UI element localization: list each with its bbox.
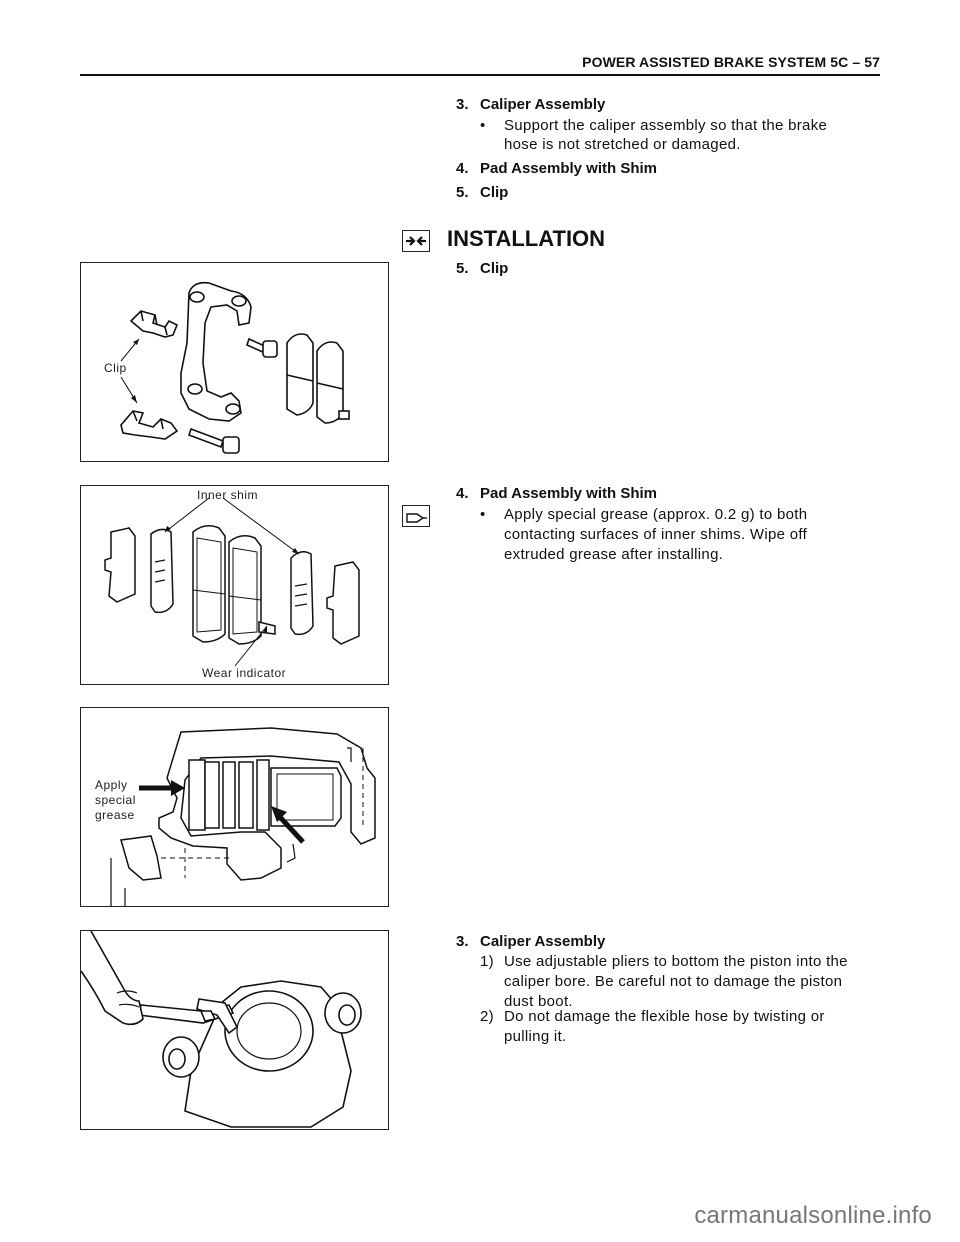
install-caliper-step2-line2: pulling it. — [504, 1028, 567, 1045]
grease-icon — [402, 505, 430, 527]
figure-label-grease: grease — [95, 808, 135, 822]
figure-label-wear-indicator: Wear indicator — [202, 666, 287, 680]
header-title: POWER ASSISTED BRAKE SYSTEM 5C – 57 — [582, 54, 880, 70]
removal-item-caliper: 3.Caliper Assembly — [456, 96, 606, 113]
page-header: POWER ASSISTED BRAKE SYSTEM 5C – 57 — [80, 52, 880, 76]
install-pad-note-1: •Apply special grease (approx. 0.2 g) to… — [480, 506, 808, 523]
install-item-caliper: 3.Caliper Assembly — [456, 933, 606, 950]
figure-label-special: special — [95, 793, 136, 807]
figure-label-inner-shim: Inner shim — [197, 488, 259, 502]
install-item-pad: 4.Pad Assembly with Shim — [456, 485, 657, 502]
figure-apply-grease: Apply special grease — [80, 707, 389, 907]
figure-caliper-clips: Clip — [80, 262, 389, 462]
install-caliper-step1-line2: caliper bore. Be careful not to damage t… — [504, 973, 843, 990]
figure-pliers-caliper — [80, 930, 389, 1130]
install-pad-note-2: contacting surfaces of inner shims. Wipe… — [504, 526, 808, 543]
figure-label-apply: Apply — [95, 778, 128, 792]
removal-item-pad: 4.Pad Assembly with Shim — [456, 160, 657, 177]
installation-title: INSTALLATION — [447, 226, 606, 251]
removal-caliper-note-2: hose is not stretched or damaged. — [504, 136, 741, 153]
removal-caliper-note-1: •Support the caliper assembly so that th… — [480, 117, 828, 134]
install-item-clip: 5.Clip — [456, 260, 509, 277]
watermark: carmanualsonline.info — [694, 1202, 932, 1229]
install-caliper-step1-line1: 1)Use adjustable pliers to bottom the pi… — [480, 953, 848, 970]
figure-label-clip: Clip — [104, 361, 127, 375]
removal-item-clip: 5.Clip — [456, 184, 509, 201]
install-caliper-step2-line1: 2)Do not damage the flexible hose by twi… — [480, 1008, 825, 1025]
figure-pads-shims: Inner shim Wear indicator — [80, 485, 389, 685]
install-caliper-step1-line3: dust boot. — [504, 993, 573, 1010]
install-pad-note-3: extruded grease after installing. — [504, 546, 724, 563]
install-arrows-icon — [402, 230, 430, 252]
